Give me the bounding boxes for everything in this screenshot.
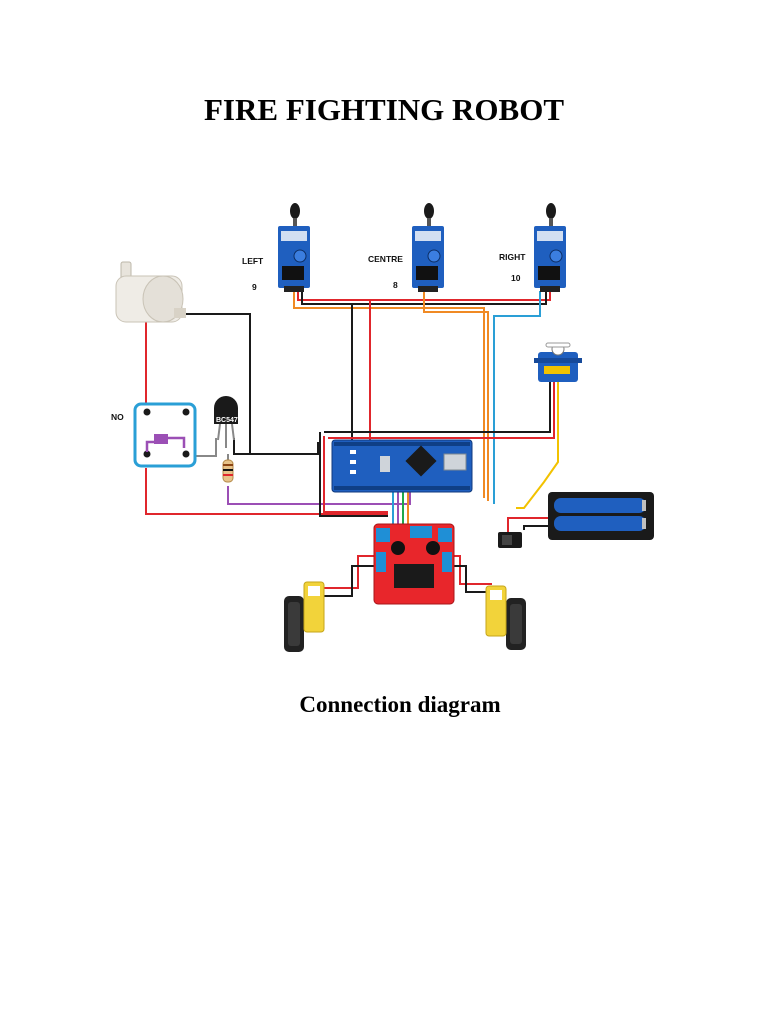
transistor	[214, 396, 238, 448]
wire-board-frame-red	[323, 436, 388, 513]
wire-servo-black	[324, 382, 551, 433]
flame-sensor-centre	[412, 203, 444, 292]
page-title: FIRE FIGHTING ROBOT	[204, 92, 564, 127]
transistor-label: BC547	[216, 417, 238, 424]
resistor	[222, 454, 234, 483]
servo-motor	[534, 342, 582, 382]
wire-relay-transistor	[196, 438, 217, 457]
relay-no-label: NO	[111, 412, 124, 422]
wire-motor-left-red	[322, 555, 374, 589]
wires	[145, 291, 559, 597]
wire-motor-right-red	[454, 555, 492, 585]
relay-module	[133, 402, 197, 468]
wire-sensor-left-orange	[293, 291, 485, 498]
sensor-label-right: RIGHT	[499, 252, 526, 262]
left-motor-wheel	[284, 581, 325, 652]
water-pump	[115, 261, 186, 323]
sensor-label-centre: CENTRE	[368, 254, 403, 264]
sensor-label-left: LEFT	[242, 256, 264, 266]
wire-motor-left-black	[322, 565, 374, 597]
arduino-nano	[331, 439, 473, 493]
wire-board-frame-black	[319, 432, 388, 517]
wire-servo-yellow	[516, 382, 559, 509]
wire-servo-red	[328, 382, 555, 439]
wire-relay-red	[145, 468, 388, 515]
sensor-pin-right: 10	[511, 273, 521, 283]
right-motor-wheel	[485, 585, 526, 650]
diagram-caption: Connection diagram	[299, 692, 501, 717]
sensor-pin-centre: 8	[393, 280, 398, 290]
connection-diagram: LEFT 9 CENTRE 8 RIGHT 10 NO BC547	[88, 186, 676, 680]
wire-battery-black	[523, 525, 550, 530]
wire-motor-right-black	[454, 565, 492, 593]
battery-pack	[548, 492, 654, 540]
wire-sensor-centre-orange	[423, 291, 489, 501]
flame-sensor-left	[278, 203, 310, 292]
wire-sensor-right-blue	[493, 291, 541, 504]
flame-sensor-right	[534, 203, 566, 292]
wire-transistor-black	[233, 438, 250, 455]
motor-driver-l298n	[373, 523, 455, 605]
sensor-pin-left: 9	[252, 282, 257, 292]
power-switch	[498, 532, 522, 548]
